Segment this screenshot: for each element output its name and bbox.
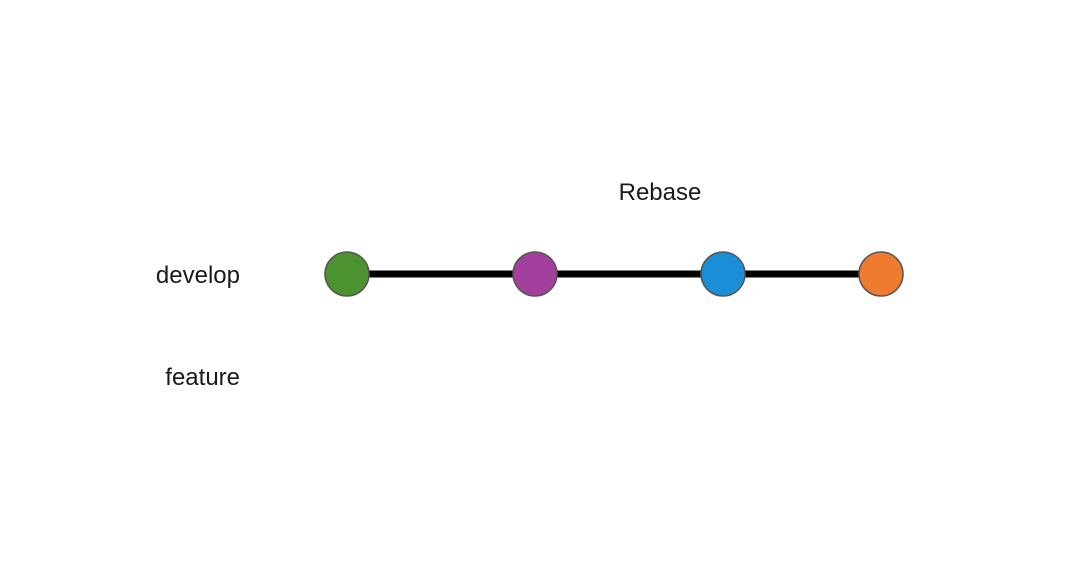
diagram-title: Rebase [618,179,702,206]
commit-node [324,251,370,297]
commit-node [858,251,904,297]
commit-node [700,251,746,297]
develop-commits [324,251,904,297]
branch-label-develop: develop [155,262,240,289]
commit-node [512,251,558,297]
branch-label-feature: feature [165,364,240,391]
